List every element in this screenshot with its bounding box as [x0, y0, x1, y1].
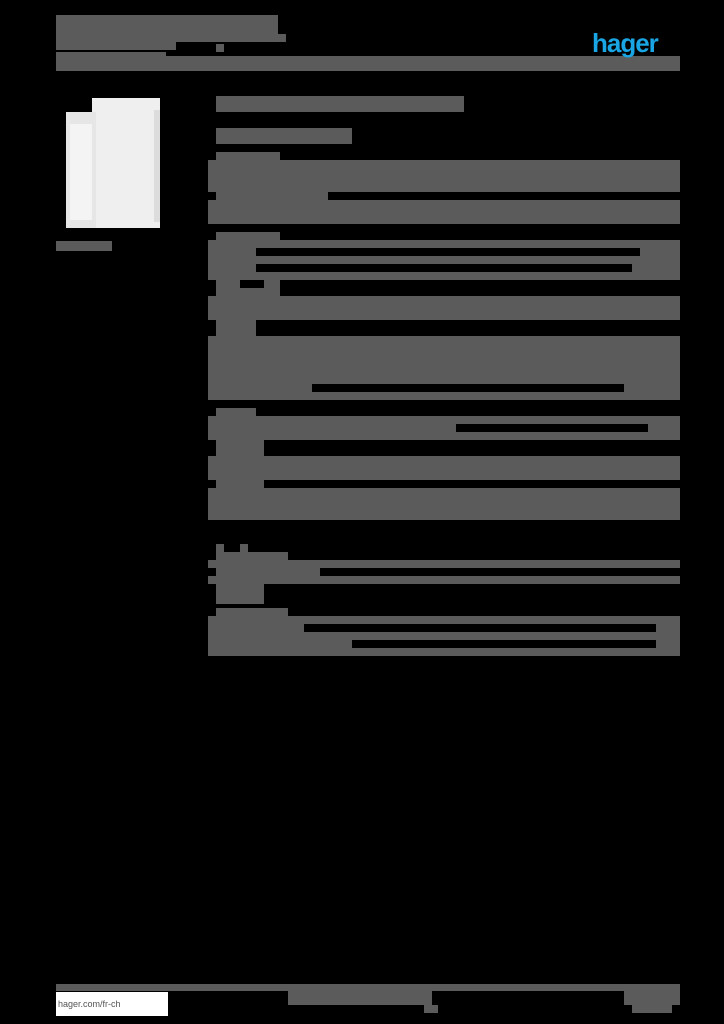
spec-label	[216, 320, 256, 336]
hager-logo: hager	[592, 28, 659, 58]
document-title	[56, 15, 278, 34]
header-rule	[56, 56, 680, 71]
spec-row	[208, 456, 680, 480]
section-title	[216, 280, 280, 296]
spec-row	[208, 240, 680, 280]
spec-row	[208, 560, 680, 568]
spec-row	[208, 160, 680, 192]
spec-label	[216, 480, 264, 488]
section-title	[216, 152, 280, 160]
page-info	[624, 991, 680, 1005]
logo-underline	[592, 58, 680, 60]
spec-label	[216, 192, 328, 200]
spec-label	[216, 440, 264, 456]
section-title	[216, 408, 256, 416]
main-subheading	[216, 128, 352, 144]
spec-row	[208, 488, 680, 520]
footer-rule	[56, 984, 680, 991]
spec-label	[216, 568, 320, 576]
section-title	[216, 608, 288, 616]
spec-icon	[216, 584, 264, 604]
section-subtitle	[216, 552, 288, 560]
spec-row	[208, 576, 680, 584]
spec-row	[208, 200, 680, 224]
section-title	[216, 232, 280, 240]
footer-legal-text	[288, 991, 432, 1005]
header-divider	[56, 52, 166, 59]
footer-url-link[interactable]: hager.com/fr-ch	[56, 992, 168, 1016]
section-title	[216, 544, 224, 552]
spec-row	[208, 616, 680, 656]
product-image	[64, 98, 168, 236]
main-heading	[216, 96, 464, 112]
product-caption	[56, 241, 112, 251]
spec-row	[208, 296, 680, 320]
